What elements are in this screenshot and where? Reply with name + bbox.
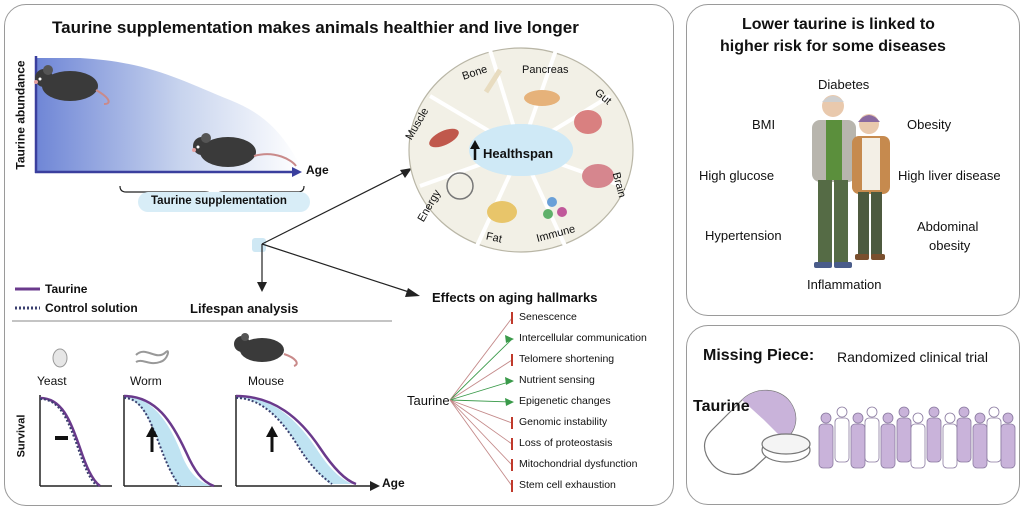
crowd-icon (818, 406, 1016, 469)
hallmark-item: Epigenetic changes (519, 395, 611, 407)
person-icon (818, 412, 834, 469)
hallmark-item: Genomic instability (519, 416, 608, 428)
hallmarks-source: Taurine (407, 393, 450, 408)
person-icon (880, 412, 896, 469)
hallmark-item: Mitochondrial dysfunction (519, 458, 638, 470)
organism-yeast: Yeast (37, 374, 67, 388)
hallmark-connector (449, 399, 513, 466)
hallmark-connector (449, 399, 513, 403)
hallmark-item: Telomere shortening (519, 353, 615, 365)
hallmark-connector (449, 380, 513, 401)
risk-liver: High liver disease (898, 168, 1001, 183)
promote-arrow (505, 398, 514, 406)
risk-abdominal-obesity: obesity (929, 238, 971, 253)
legend-taurine: Taurine (45, 282, 88, 296)
missing-piece-subtitle: Randomized clinical trial (837, 349, 988, 365)
hallmark-item: Nutrient sensing (519, 374, 595, 386)
hallmark-connector (449, 399, 513, 487)
organism-worm: Worm (130, 374, 162, 388)
person-icon (896, 406, 912, 463)
person-icon (956, 406, 972, 463)
main-title: Taurine supplementation makes animals he… (52, 18, 579, 37)
person-icon (972, 412, 988, 469)
age-label-bottom: Age (382, 476, 405, 490)
hallmark-connector (449, 359, 513, 401)
pill-icon (703, 389, 811, 475)
disease-title-line1: Lower taurine is linked to (742, 16, 935, 33)
organism-mouse: Mouse (248, 374, 285, 388)
person-icon (910, 412, 926, 469)
risk-abdominal: Abdominal (917, 219, 979, 234)
hallmark-connector (449, 399, 513, 424)
x-axis-label: Age (306, 163, 329, 177)
risk-obesity: Obesity (907, 117, 952, 132)
mouse-icon (192, 133, 297, 167)
risk-high-glucose: High glucose (699, 168, 775, 183)
healthspan-label: Healthspan (483, 146, 554, 161)
promote-arrow (505, 377, 514, 385)
hallmark-connector (449, 399, 513, 445)
hallmark-item: Intercellular communication (519, 332, 647, 344)
person-icon (942, 412, 958, 469)
risk-bmi: BMI (752, 117, 776, 132)
hallmark-connector (449, 338, 513, 401)
risk-diabetes: Diabetes (818, 77, 870, 92)
lifespan-title: Lifespan analysis (190, 301, 299, 316)
disease-title-line2: higher risk for some diseases (720, 38, 946, 55)
missing-piece-title: Missing Piece: (703, 347, 815, 364)
risk-hypertension: Hypertension (705, 228, 782, 243)
person-icon (926, 406, 942, 463)
hallmark-item: Loss of proteostasis (519, 437, 613, 449)
person-icon (834, 406, 850, 463)
hallmark-item: Stem cell exhaustion (519, 479, 616, 491)
person-icon (986, 406, 1002, 463)
person-icon (850, 412, 866, 469)
person-icon (864, 406, 880, 463)
risk-inflammation: Inflammation (807, 277, 882, 292)
hallmarks-title: Effects on aging hallmarks (432, 290, 598, 305)
legend-control: Control solution (45, 301, 138, 315)
supplementation-label: Taurine supplementation (151, 195, 287, 207)
promote-arrow (505, 335, 514, 343)
hallmark-connector (449, 317, 513, 401)
mouse-icon (34, 65, 110, 105)
segment-pancreas: Pancreas (522, 64, 569, 76)
pill-label: Taurine (693, 398, 750, 415)
person-icon (1000, 412, 1016, 469)
hallmark-item: Senescence (519, 311, 577, 323)
